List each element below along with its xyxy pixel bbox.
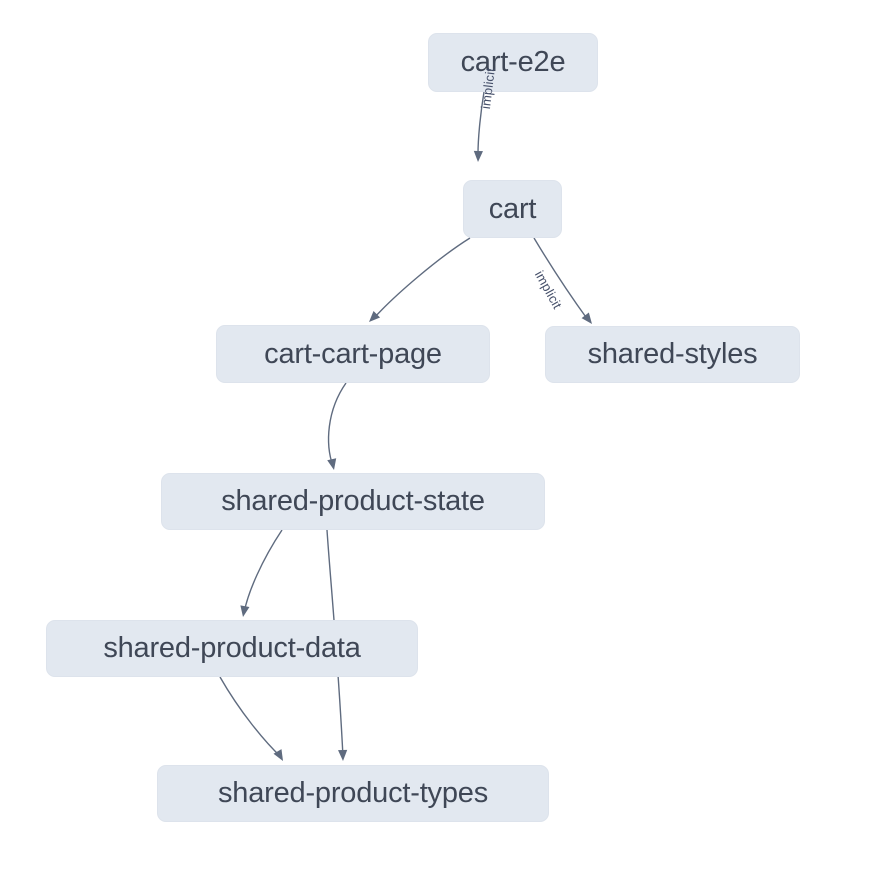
graph-node-cart-cart-page[interactable]: cart-cart-page bbox=[216, 325, 490, 383]
graph-edge-cart-to-shared-styles bbox=[533, 237, 589, 321]
graph-node-shared-product-state[interactable]: shared-product-state bbox=[161, 473, 545, 530]
graph-edge-arrowhead bbox=[240, 605, 250, 617]
graph-edge-arrowhead bbox=[338, 749, 348, 761]
graph-edge-shared-product-data-to-shared-product-types bbox=[219, 676, 282, 758]
graph-edge-label-e3: implicit bbox=[531, 268, 566, 312]
graph-node-label: shared-product-state bbox=[221, 485, 485, 517]
graph-node-cart-e2e[interactable]: cart-e2e bbox=[428, 33, 598, 92]
graph-edge-arrowhead bbox=[473, 150, 483, 162]
graph-node-shared-styles[interactable]: shared-styles bbox=[545, 326, 800, 383]
graph-node-cart[interactable]: cart bbox=[463, 180, 562, 238]
graph-edge-shared-product-state-to-shared-product-data bbox=[243, 529, 283, 614]
graph-edge-arrowhead bbox=[273, 749, 283, 761]
graph-edge-cart-cart-page-to-shared-product-state bbox=[327, 382, 347, 467]
graph-edge-arrowhead bbox=[327, 458, 337, 470]
graph-node-label: shared-product-types bbox=[217, 777, 489, 809]
graph-edge-arrowhead bbox=[581, 312, 592, 324]
graph-node-shared-product-data[interactable]: shared-product-data bbox=[46, 620, 418, 677]
graph-node-label: cart bbox=[488, 192, 537, 225]
graph-edge-arrowhead bbox=[369, 310, 381, 322]
graph-edge-cart-e2e-to-cart bbox=[477, 91, 485, 155]
graph-edge-cart-to-cart-cart-page bbox=[373, 237, 471, 319]
graph-node-label: shared-product-data bbox=[103, 632, 361, 664]
graph-node-label: shared-styles bbox=[587, 338, 758, 370]
graph-node-label: cart-e2e bbox=[460, 46, 566, 78]
graph-node-label: cart-cart-page bbox=[264, 337, 442, 370]
graph-node-shared-product-types[interactable]: shared-product-types bbox=[157, 765, 549, 822]
